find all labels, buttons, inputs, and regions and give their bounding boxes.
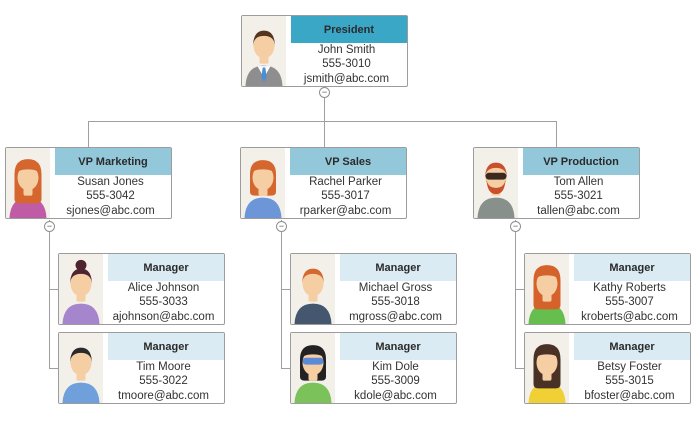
employee-email: kroberts@abc.com bbox=[581, 310, 678, 323]
employee-email: kdole@abc.com bbox=[354, 389, 437, 402]
employee-name: Tim Moore bbox=[136, 360, 191, 373]
employee-email: sjones@abc.com bbox=[66, 204, 155, 217]
card-title: Manager bbox=[574, 333, 690, 360]
card-title: Manager bbox=[574, 254, 690, 281]
employee-email: ajohnson@abc.com bbox=[112, 310, 215, 323]
employee-phone: 555-3007 bbox=[605, 296, 654, 309]
avatar-vp-sales bbox=[241, 148, 285, 218]
avatar-vp-marketing bbox=[6, 148, 50, 218]
employee-email: tmoore@abc.com bbox=[118, 389, 209, 402]
employee-phone: 555-3017 bbox=[321, 190, 370, 203]
employee-name: Susan Jones bbox=[77, 175, 144, 188]
employee-name: Rachel Parker bbox=[309, 175, 382, 188]
employee-phone: 555-3010 bbox=[322, 58, 371, 71]
employee-phone: 555-3021 bbox=[554, 190, 603, 203]
employee-email: tallen@abc.com bbox=[537, 204, 620, 217]
avatar-manager-kdole bbox=[291, 333, 335, 403]
connector-line bbox=[515, 220, 516, 369]
connector-line bbox=[556, 121, 557, 147]
avatar-manager-bfoster bbox=[525, 333, 569, 403]
employee-name: Alice Johnson bbox=[127, 281, 200, 294]
card-title: Manager bbox=[340, 333, 456, 360]
connector-line bbox=[281, 289, 291, 290]
employee-phone: 555-3015 bbox=[605, 375, 654, 388]
collapse-button-vp-sales[interactable]: − bbox=[276, 221, 287, 232]
employee-name: Kim Dole bbox=[372, 360, 419, 373]
employee-name: Betsy Foster bbox=[597, 360, 662, 373]
card-title: VP Marketing bbox=[55, 148, 171, 175]
collapse-button-vp-marketing[interactable]: − bbox=[44, 221, 55, 232]
employee-email: bfoster@abc.com bbox=[584, 389, 675, 402]
employee-name: Kathy Roberts bbox=[593, 281, 666, 294]
connector-line bbox=[324, 87, 325, 147]
employee-phone: 555-3033 bbox=[139, 296, 188, 309]
connector-line bbox=[281, 368, 291, 369]
connector-line bbox=[49, 220, 50, 369]
connector-line bbox=[88, 121, 89, 147]
avatar-manager-tmoore bbox=[59, 333, 103, 403]
avatar-manager-mgross bbox=[291, 254, 335, 324]
employee-email: jsmith@abc.com bbox=[303, 72, 390, 85]
card-title: President bbox=[291, 16, 407, 43]
collapse-button-vp-production[interactable]: − bbox=[510, 221, 521, 232]
employee-email: mgross@abc.com bbox=[349, 310, 442, 323]
connector-line bbox=[515, 289, 525, 290]
employee-phone: 555-3018 bbox=[371, 296, 420, 309]
card-title: Manager bbox=[108, 333, 224, 360]
employee-email: rparker@abc.com bbox=[299, 204, 392, 217]
employee-phone: 555-3022 bbox=[139, 375, 188, 388]
employee-name: Tom Allen bbox=[553, 175, 604, 188]
connector-line bbox=[49, 289, 59, 290]
employee-phone: 555-3042 bbox=[86, 190, 135, 203]
avatar-manager-ajohnson bbox=[59, 254, 103, 324]
connector-line bbox=[281, 220, 282, 369]
card-title: Manager bbox=[108, 254, 224, 281]
employee-name: Michael Gross bbox=[358, 281, 433, 294]
card-title: VP Sales bbox=[290, 148, 406, 175]
avatar-president bbox=[242, 16, 286, 86]
card-title: Manager bbox=[340, 254, 456, 281]
employee-name: John Smith bbox=[317, 43, 376, 56]
connector-line bbox=[515, 368, 525, 369]
avatar-manager-kroberts bbox=[525, 254, 569, 324]
connector-line bbox=[49, 368, 59, 369]
collapse-button-president[interactable]: − bbox=[319, 87, 330, 98]
connector-line bbox=[88, 121, 557, 122]
card-title: VP Production bbox=[523, 148, 639, 175]
employee-phone: 555-3009 bbox=[371, 375, 420, 388]
avatar-vp-production bbox=[474, 148, 518, 218]
